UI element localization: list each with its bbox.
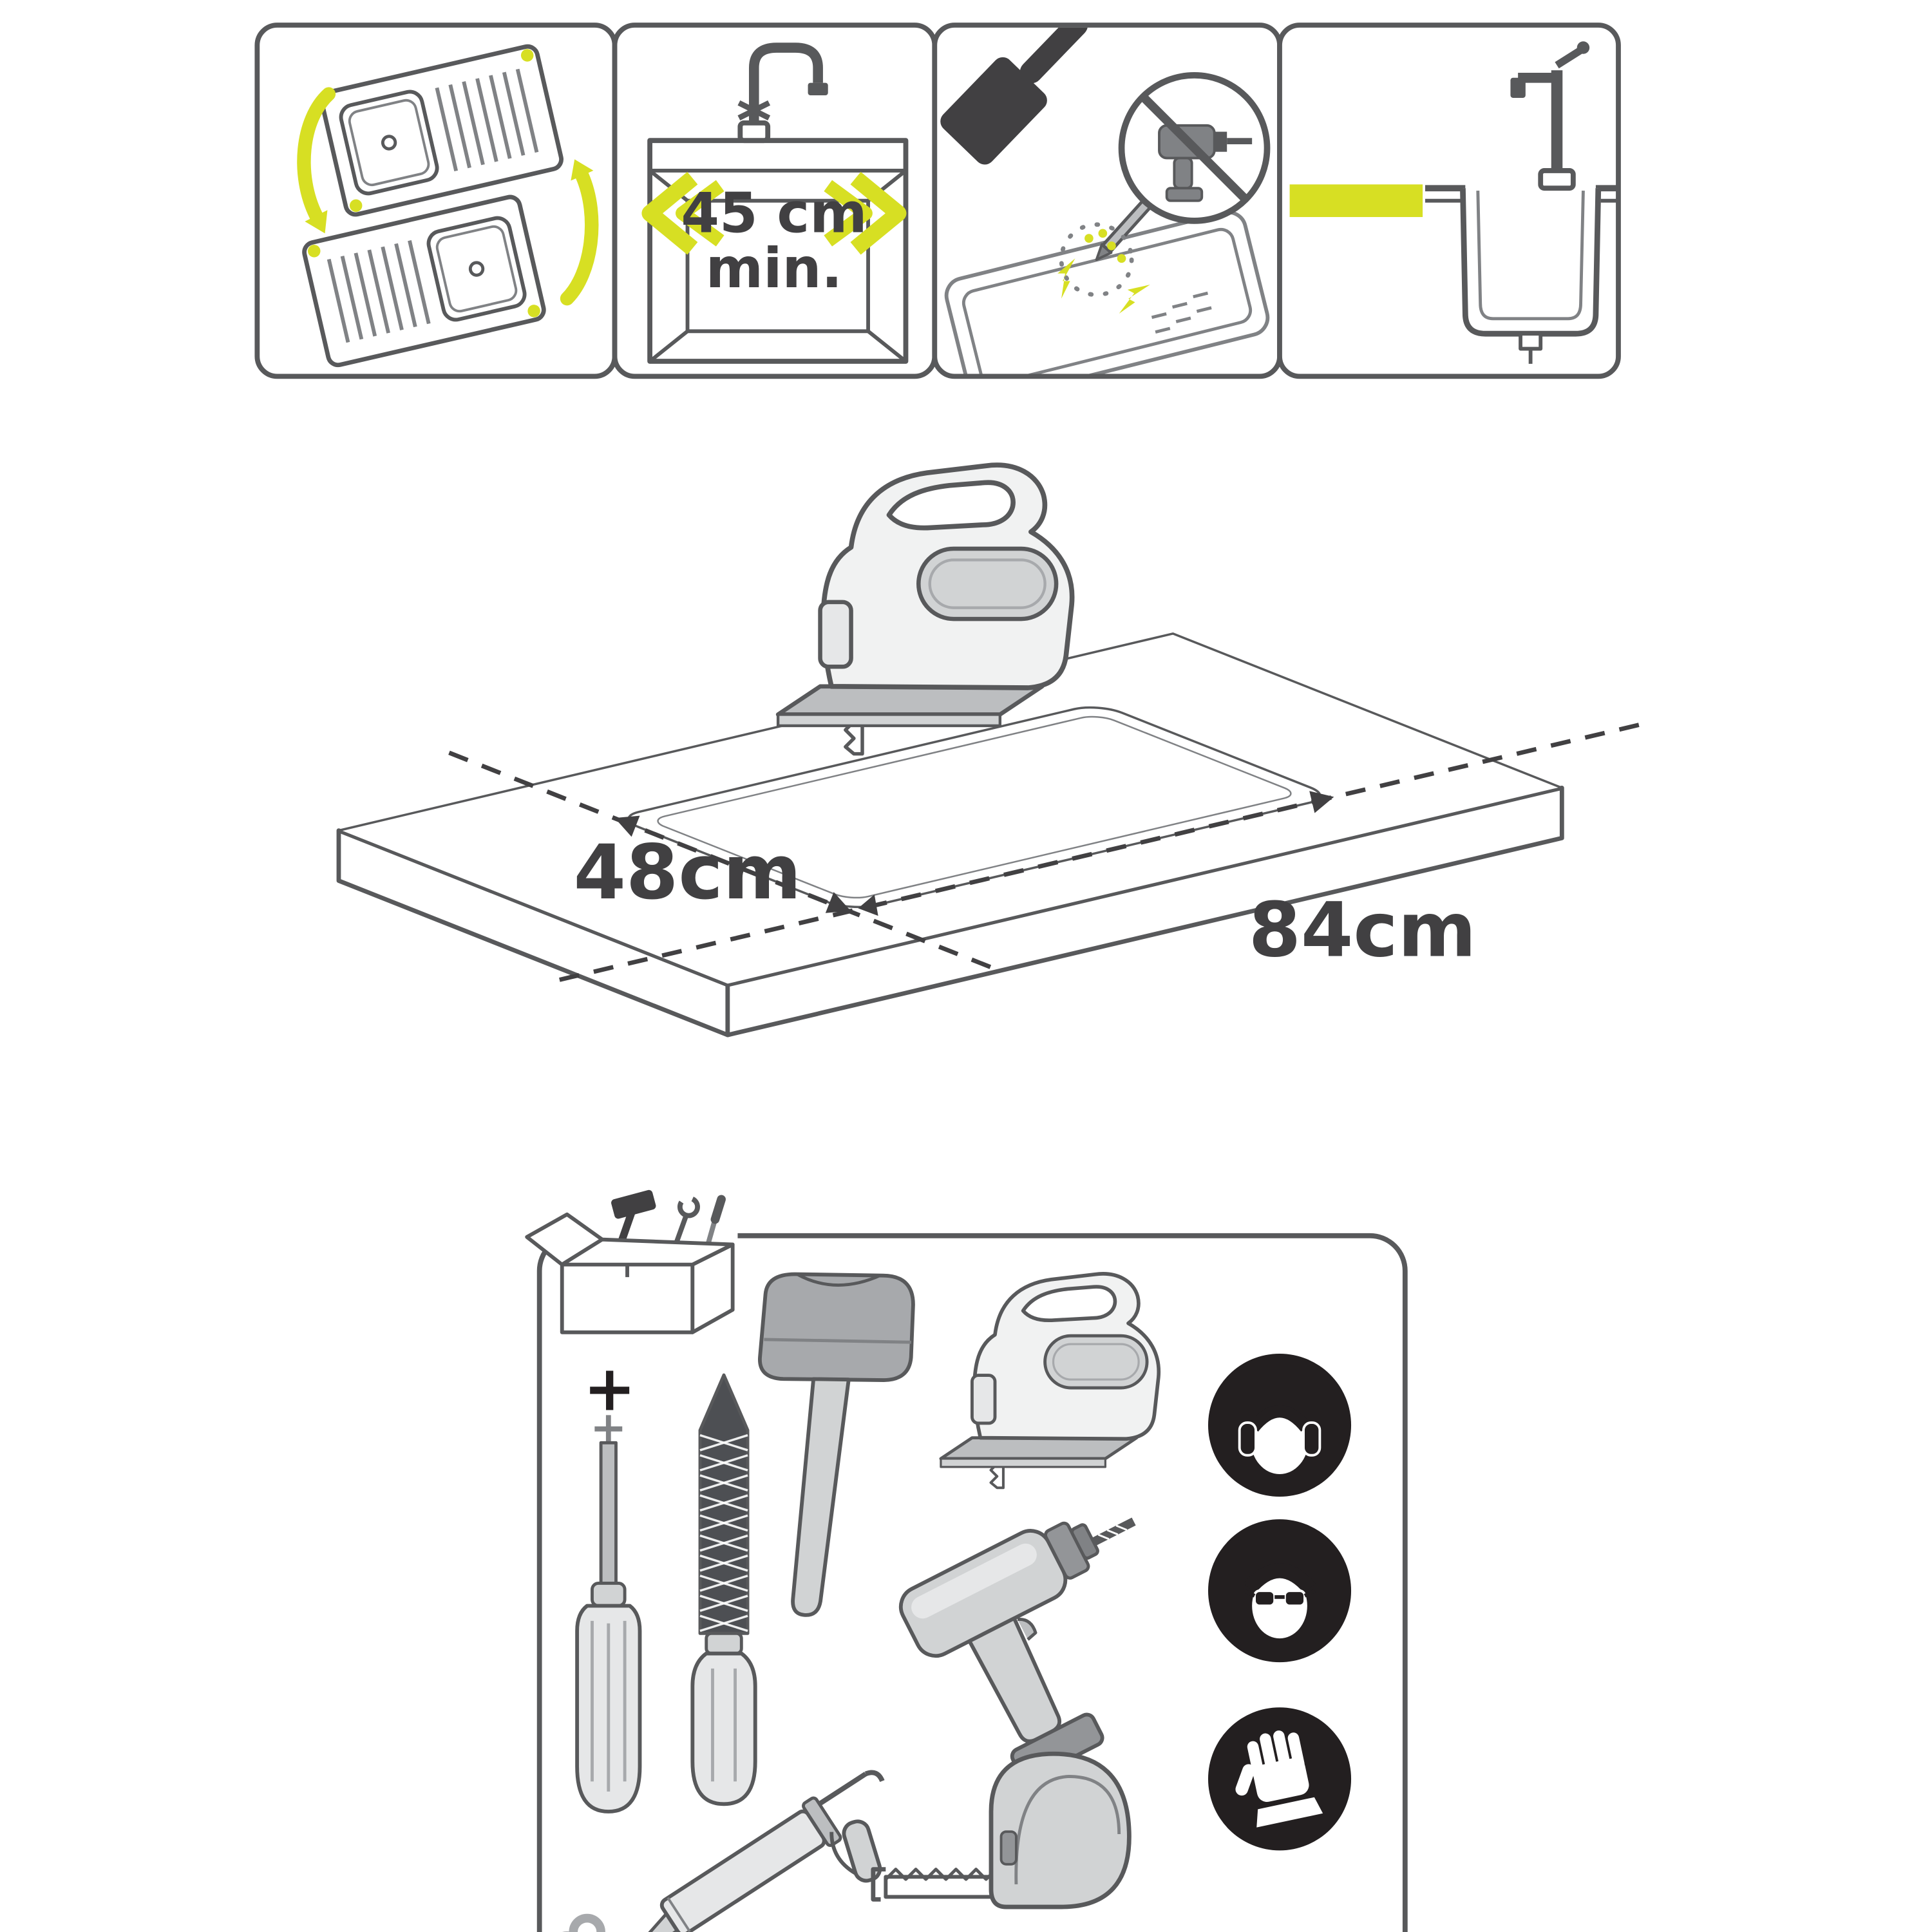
tape-hook: [871, 1867, 886, 1902]
toolbox-icon: [525, 1189, 738, 1343]
sink-top-view-icon: [319, 44, 564, 217]
plus-symbol: +: [583, 1352, 636, 1425]
panel-mark-no-drill: [932, 23, 1282, 379]
min-width-value: 45 cm: [681, 181, 867, 245]
countertop-diagram: 48cm 84cm: [339, 465, 1649, 1037]
cutout-width-label: 48cm: [574, 829, 802, 916]
faucet-icon: [737, 43, 828, 144]
toolbox-wrench-head: [677, 1195, 701, 1218]
sink-top-view-flipped-icon: [302, 194, 546, 368]
mount-dot: [527, 305, 540, 317]
drill-bit: [1091, 1517, 1136, 1546]
counter-level-bar: [1289, 184, 1423, 218]
gloves-icon: [1208, 1707, 1352, 1851]
cutout-length-label: 84cm: [1249, 886, 1477, 974]
flip-arrow-left-icon: [297, 87, 336, 234]
lightning-bolt-icon: [1057, 258, 1075, 299]
panel-mark-content: [940, 27, 1271, 374]
rasp-icon: [690, 1373, 757, 1806]
panel-min-cabinet-width: 45 cm min.: [612, 23, 938, 379]
ear-protection-icon: [1208, 1353, 1352, 1497]
tools-panel: +: [525, 1189, 1408, 1932]
prohibition-slash: [1141, 95, 1248, 202]
hammer-tool-icon: [758, 1272, 915, 1617]
min-width-chevron-right-icon: [824, 171, 907, 255]
sink-cross-section-icon: [1425, 185, 1618, 364]
faucet-side-icon: [1510, 41, 1590, 191]
dimension-width-48: [448, 750, 1005, 974]
caulk-gun-icon: [562, 1770, 885, 1932]
lightning-bolt-icon: [1119, 285, 1150, 314]
panel-flip-sink: [254, 23, 618, 379]
panel-sink-drop-in: [1277, 23, 1621, 379]
no-drill-icon: [1118, 72, 1271, 224]
instruction-strip: 45 cm min.: [254, 23, 1621, 379]
flip-arrow-right-icon: [560, 159, 599, 306]
sink-cutout: [614, 703, 1334, 911]
sink-cutout-inner-edge: [648, 714, 1300, 901]
toolbox-hammer-head: [611, 1189, 656, 1219]
phillips-screwdriver-icon: [575, 1415, 642, 1814]
drill-icon: [898, 1517, 1136, 1782]
toolbox-screwdriver-handle: [710, 1195, 726, 1224]
min-width-unit: min.: [706, 236, 842, 301]
mount-dot: [308, 245, 321, 258]
mount-dot: [520, 49, 534, 62]
mount-dot: [349, 199, 363, 213]
spark-icon: [1057, 222, 1150, 314]
tape-measure-icon: [871, 1751, 1132, 1909]
dimension-length-84: [559, 720, 1649, 982]
min-width-chevron-left-icon: [641, 171, 724, 255]
counter-top-face: [339, 634, 1562, 985]
eye-protection-icon: [1208, 1519, 1352, 1663]
hammer-icon: [940, 27, 1088, 165]
